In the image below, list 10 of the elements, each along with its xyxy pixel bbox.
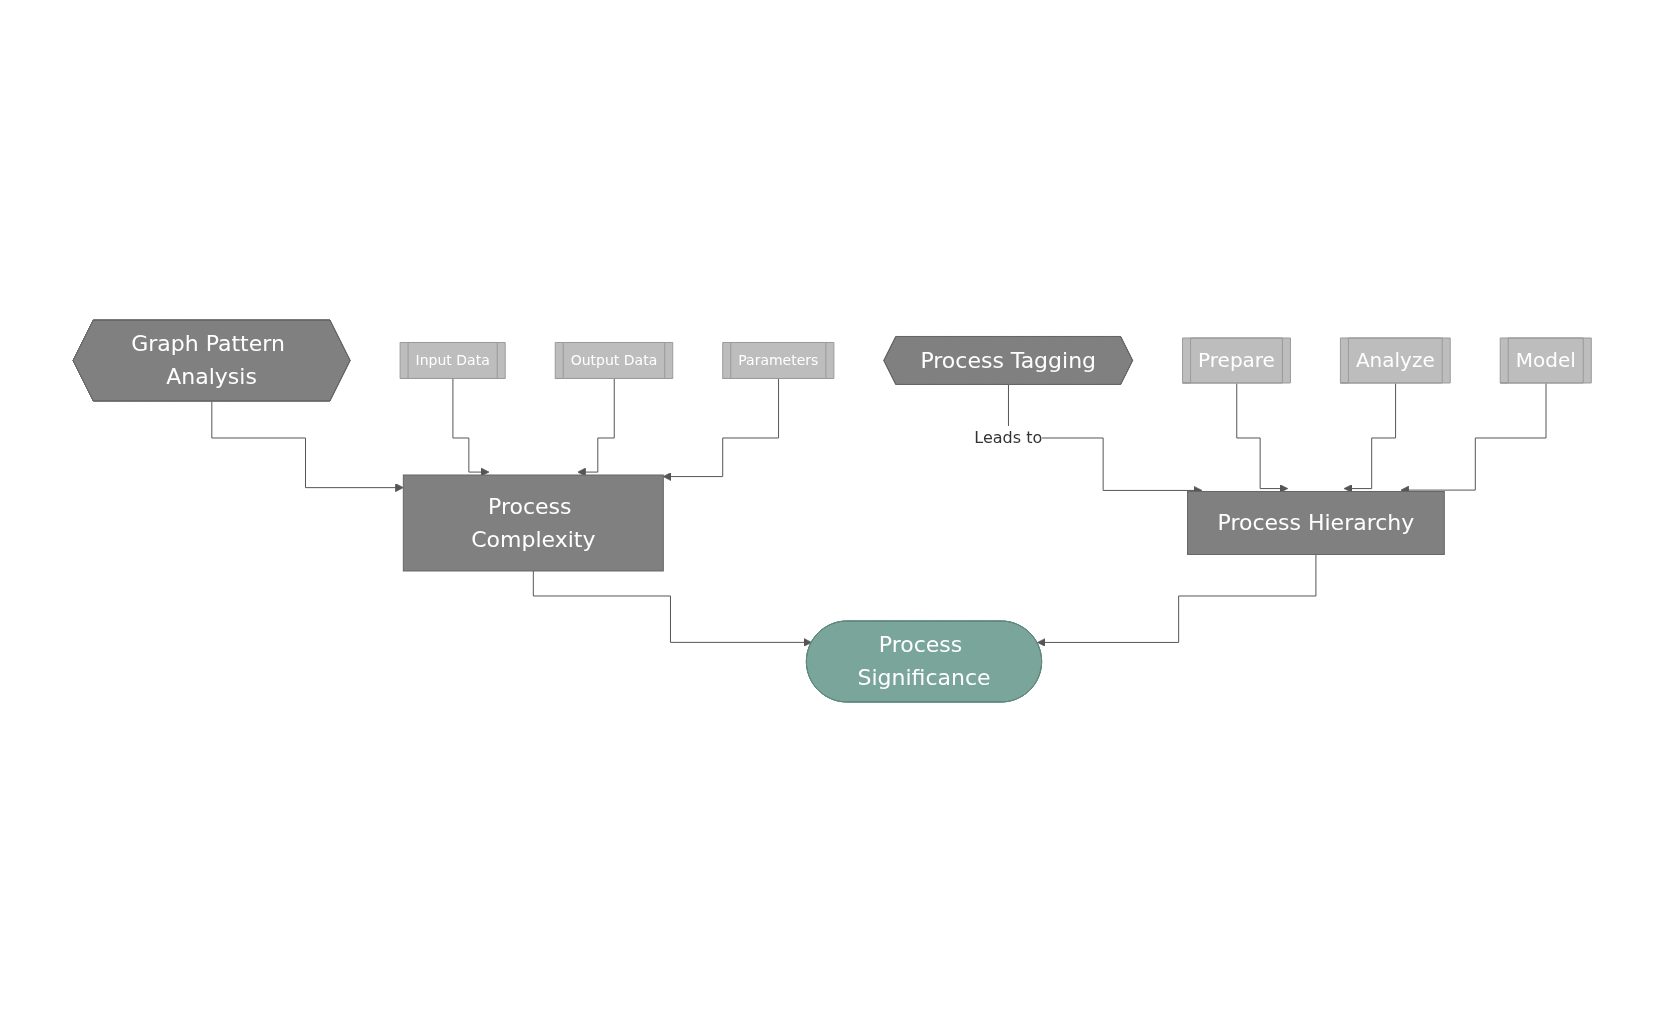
arrow [1037,553,1317,647]
arrow [452,378,490,476]
arrow [663,378,780,481]
node-box: Process Complexity [403,474,665,571]
arrow [577,378,616,476]
arrow [211,400,405,492]
edge-label: Leads to [974,427,1043,447]
arrow [1400,382,1548,494]
arrow [533,570,813,647]
node-box: Process Hierarchy [1187,490,1446,555]
